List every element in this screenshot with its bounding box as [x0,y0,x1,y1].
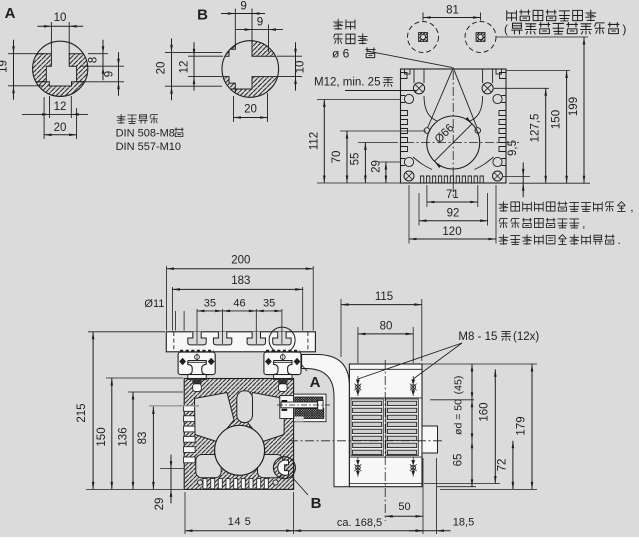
svg-text:65: 65 [453,454,465,467]
svg-text:9: 9 [104,71,116,77]
svg-text:ød = 50: ød = 50 [453,399,465,435]
svg-text:20: 20 [156,62,168,75]
svg-text:83: 83 [137,432,149,445]
svg-text:DIN 508-M8: DIN 508-M8 [116,128,175,140]
svg-text:55: 55 [350,153,362,166]
svg-text:10: 10 [295,61,307,74]
svg-text:DIN 557-M10: DIN 557-M10 [116,141,181,153]
svg-text:150: 150 [551,110,563,129]
svg-text:B: B [311,495,322,512]
svg-text:29: 29 [154,498,166,511]
svg-text:Ø11: Ø11 [144,298,164,310]
svg-text:71: 71 [446,189,459,201]
svg-text:M8 - 15: M8 - 15 [458,331,497,343]
svg-text:.: . [618,233,621,247]
svg-text:160: 160 [479,402,491,421]
svg-text:,: , [582,217,585,231]
svg-text:120: 120 [442,226,461,238]
svg-text:35: 35 [204,298,216,310]
svg-text:9,5: 9,5 [507,140,519,156]
svg-text:9: 9 [240,1,246,13]
svg-text:215: 215 [76,403,88,422]
svg-text:(: ( [504,22,508,36]
svg-text:46: 46 [233,298,245,310]
svg-text:179: 179 [516,416,528,435]
svg-text:127,5: 127,5 [530,114,542,143]
svg-text:81: 81 [446,5,459,17]
svg-text:136: 136 [117,427,129,446]
svg-text:20: 20 [54,122,67,134]
svg-text:92: 92 [447,208,460,220]
svg-text:,: , [630,200,633,214]
svg-text:35: 35 [263,298,275,310]
svg-text:): ) [622,22,626,36]
svg-text:14 5: 14 5 [228,516,251,528]
svg-text:50: 50 [398,501,410,513]
svg-text:ø 6: ø 6 [332,47,350,61]
svg-text:112: 112 [308,132,320,150]
svg-text:183: 183 [231,275,250,287]
svg-text:10: 10 [54,12,67,24]
svg-text:18,5: 18,5 [453,517,474,529]
svg-text:115: 115 [375,291,393,303]
svg-text:A: A [310,374,321,391]
svg-text:9: 9 [257,17,263,29]
svg-text:B: B [197,7,208,24]
svg-text:12: 12 [54,101,67,113]
svg-text:20: 20 [244,104,257,116]
svg-text:A: A [5,5,16,22]
svg-text:80: 80 [380,321,393,333]
svg-text:8: 8 [88,57,100,63]
svg-text:(45): (45) [453,376,465,395]
svg-text:(12x): (12x) [513,331,539,343]
svg-text:70: 70 [331,151,343,164]
svg-text:72: 72 [497,459,509,472]
svg-text:199: 199 [568,97,580,116]
svg-text:29: 29 [370,160,382,173]
svg-text:ca. 168,5: ca. 168,5 [337,517,382,529]
svg-text:M12, min. 25: M12, min. 25 [314,77,380,89]
svg-text:12: 12 [179,61,191,74]
svg-text:200: 200 [231,255,250,267]
svg-text:150: 150 [96,427,108,446]
svg-text:19: 19 [0,60,10,73]
